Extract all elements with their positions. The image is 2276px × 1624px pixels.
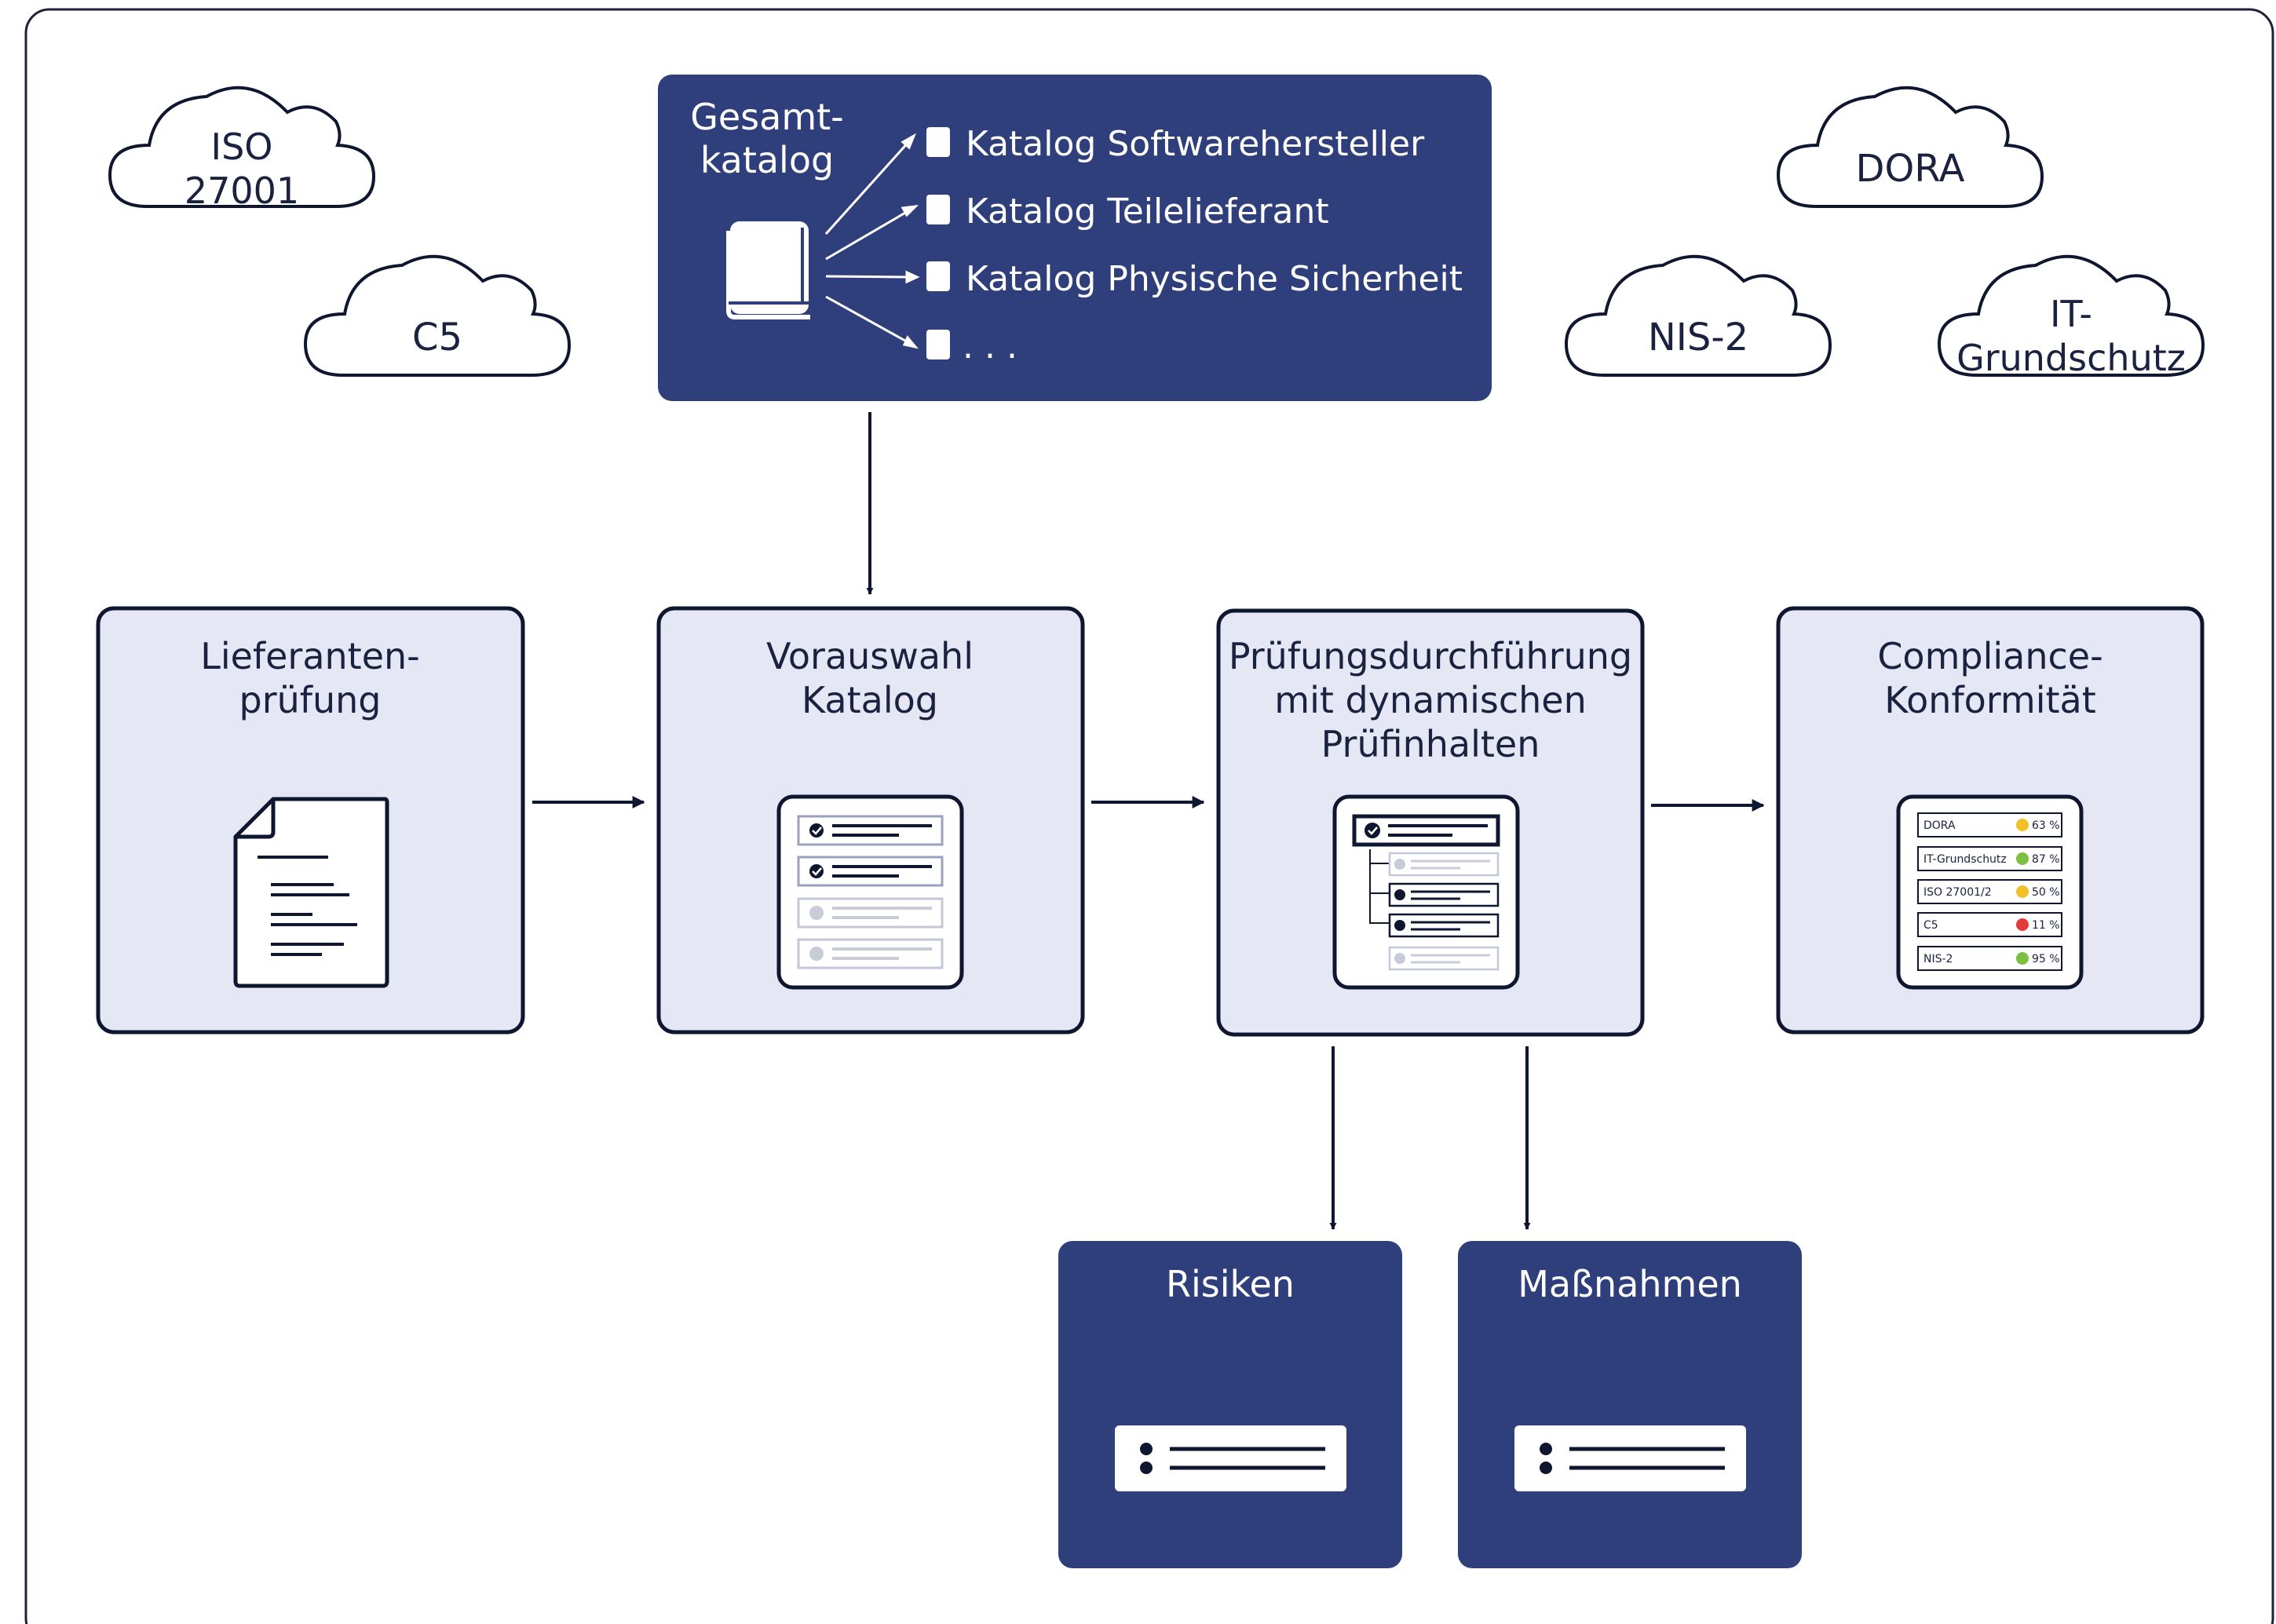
compliance-row-percent: 87 % <box>2032 853 2060 866</box>
output-measures-title: Maßnahmen <box>1518 1263 1742 1305</box>
cloud-itg-line2: Grundschutz <box>1956 337 2186 379</box>
step-supplier-title-line2: prüfung <box>239 679 382 721</box>
cloud-it-grundschutz: IT- Grundschutz <box>1938 254 2205 379</box>
step-compliance: Compliance- Konformität DORA 63 % IT-Gru… <box>1776 606 2205 1035</box>
cloud-c5: C5 <box>304 254 571 377</box>
step-preselection-title-line2: Katalog <box>802 679 938 721</box>
compliance-row-name: DORA <box>1923 819 1956 832</box>
catalog-item-physische-sicherheit: Katalog Physische Sicherheit <box>926 259 1463 299</box>
cloud-dora: DORA <box>1777 86 2044 208</box>
small-book-icon <box>926 330 950 359</box>
catalog-item-label: Katalog Softwarehersteller <box>966 124 1425 164</box>
list-icon <box>1115 1425 1346 1491</box>
compliance-row-name: NIS-2 <box>1923 953 1953 965</box>
cloud-itg-line1: IT- <box>2050 293 2092 335</box>
catalog-title-line2: katalog <box>700 139 834 181</box>
catalog-item-softwarehersteller: Katalog Softwarehersteller <box>926 124 1425 164</box>
compliance-table-icon: DORA 63 % IT-Grundschutz 87 % ISO 27001/… <box>1896 794 2084 990</box>
small-book-icon <box>926 261 950 291</box>
step-execution-title-line1: Prüfungsdurchführung <box>1229 635 1632 677</box>
status-dot-yellow <box>2016 819 2029 831</box>
catalog-item-label: . . . <box>963 327 1017 367</box>
cloud-iso-27001: ISO 27001 <box>108 86 375 212</box>
catalog-item-label: Katalog Teilelieferant <box>966 192 1329 232</box>
output-risks: Risiken <box>1058 1241 1402 1568</box>
compliance-row-percent: 11 % <box>2032 919 2060 932</box>
output-risks-title: Risiken <box>1166 1263 1295 1305</box>
step-execution-title-line2: mit dynamischen <box>1274 679 1586 721</box>
compliance-row: ISO 27001/2 50 % <box>1917 879 2062 904</box>
dynamic-checklist-icon <box>1332 794 1520 990</box>
step-compliance-title-line1: Compliance- <box>1877 635 2102 677</box>
small-book-icon <box>926 195 950 224</box>
checklist-icon <box>776 794 964 990</box>
catalog-title-line1: Gesamt- <box>690 96 844 138</box>
catalog-item-more: . . . <box>926 327 1017 367</box>
status-dot-green <box>2016 852 2029 865</box>
compliance-row-percent: 50 % <box>2032 886 2060 899</box>
list-icon <box>1514 1425 1746 1491</box>
step-execution-title-line3: Prüfinhalten <box>1321 723 1540 765</box>
gesamtkatalog-panel: Gesamt- katalog Katalog Softwareherstell… <box>658 75 1492 401</box>
step-supplier-title-line1: Lieferanten- <box>200 635 420 677</box>
compliance-row-name: C5 <box>1923 919 1938 932</box>
cloud-c5-label: C5 <box>412 316 462 359</box>
catalog-item-teilelieferant: Katalog Teilelieferant <box>926 192 1329 232</box>
step-preselection-title-line1: Vorauswahl <box>766 635 974 677</box>
document-icon <box>233 797 389 988</box>
compliance-row-percent: 95 % <box>2032 953 2060 965</box>
compliance-row-name: IT-Grundschutz <box>1923 853 2007 866</box>
book-icon <box>726 221 810 319</box>
cloud-iso-line2: 27001 <box>184 170 299 212</box>
output-measures: Maßnahmen <box>1458 1241 1802 1568</box>
step-preselection: Vorauswahl Katalog <box>656 606 1085 1035</box>
step-execution: Prüfungsdurchführung mit dynamischen Prü… <box>1216 608 1645 1037</box>
cloud-nis-2: NIS-2 <box>1565 254 1832 377</box>
compliance-row: DORA 63 % <box>1917 812 2062 838</box>
cloud-dora-label: DORA <box>1856 147 1965 191</box>
small-book-icon <box>926 127 950 157</box>
outer-frame <box>24 8 2274 1624</box>
catalog-item-label: Katalog Physische Sicherheit <box>966 259 1463 299</box>
cloud-iso-line1: ISO <box>211 126 273 168</box>
status-dot-yellow <box>2016 885 2029 898</box>
step-compliance-title-line2: Konformität <box>1884 679 2095 721</box>
status-dot-red <box>2016 918 2029 931</box>
compliance-row: IT-Grundschutz 87 % <box>1917 846 2062 871</box>
catalog-fan-arrows <box>824 133 920 349</box>
status-dot-green <box>2016 952 2029 965</box>
compliance-row: NIS-2 95 % <box>1917 946 2062 971</box>
cloud-nis2-label: NIS-2 <box>1648 316 1748 359</box>
step-supplier-check: Lieferanten- prüfung <box>96 606 525 1035</box>
compliance-row: C5 11 % <box>1917 912 2062 937</box>
compliance-row-percent: 63 % <box>2032 819 2060 832</box>
compliance-row-name: ISO 27001/2 <box>1923 886 1992 899</box>
